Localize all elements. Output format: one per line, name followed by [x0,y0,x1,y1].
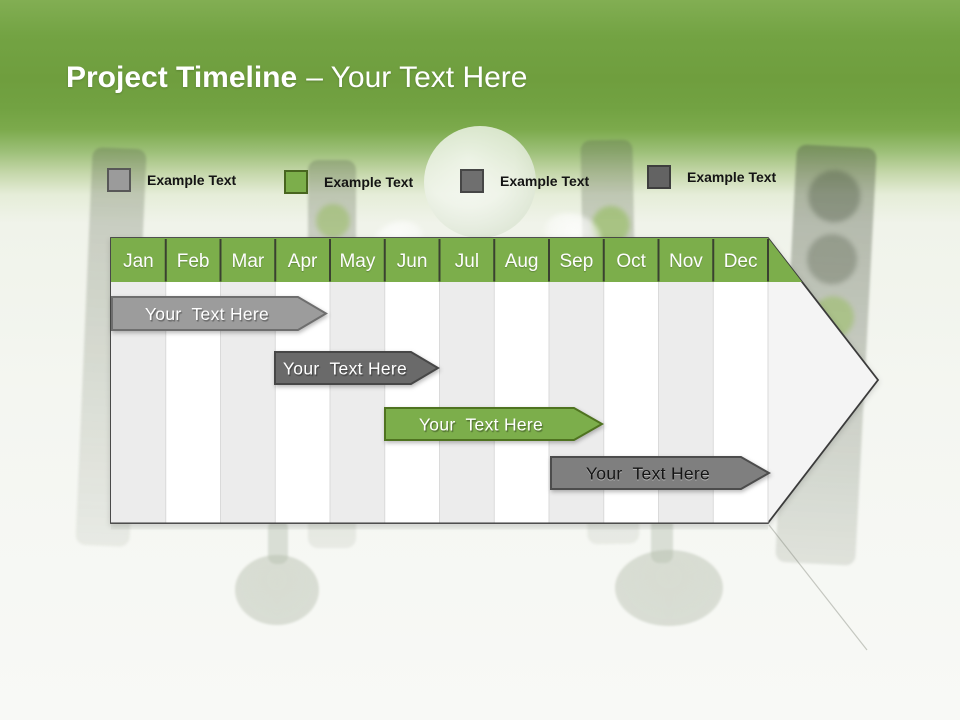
gantt-bar-shape [550,456,772,490]
legend-item-2: Example Text [284,170,413,194]
gantt-bar-label: Your Text Here [283,359,407,379]
month-label: Apr [288,251,318,272]
gantt-bar-shape [111,296,328,331]
legend-swatch-gray-1 [107,168,131,192]
gantt-bar-label: Your Text Here [419,415,543,435]
month-label: Nov [669,251,703,272]
month-label: Aug [505,251,539,272]
legend-swatch-green [284,170,308,194]
gantt-bar-label: Your Text Here [145,304,269,324]
slide-title-accent: – Your Text Here [306,61,528,94]
legend-label: Example Text [500,173,590,189]
legend-item-3: Example Text [460,169,589,193]
legend-swatch-gray-3 [647,165,671,189]
stand-pole-1 [268,520,288,564]
slide-title-main: Project Timeline [66,61,298,94]
month-label: Jul [455,251,479,272]
column-stripe [384,282,440,523]
slide-title: Project Timeline– Your Text Here [66,61,527,95]
column-stripe [439,282,495,523]
column-stripe [330,282,385,523]
month-label: Jun [397,251,428,272]
legend-item-1: Example Text [107,168,236,192]
month-header-dividers [164,239,769,282]
month-label: Feb [177,251,210,272]
column-gridlines [165,282,769,523]
legend-swatch-gray-2 [460,169,484,193]
stand-base-1 [235,555,319,625]
month-label: May [339,251,375,272]
stand-base-2 [615,550,723,626]
gantt-bar-4: Your Text Here [550,456,772,490]
month-label: Jan [123,251,154,272]
legend-item-4: Example Text [647,165,776,189]
legend-label: Example Text [147,172,237,188]
gantt-bar-3: Your Text Here [384,407,605,441]
month-label: Mar [232,251,265,272]
month-label: Oct [616,251,646,272]
gantt-bar-shape [384,407,605,441]
gantt-bar-label: Your Text Here [586,464,710,484]
gantt-bar-2: Your Text Here [274,351,440,385]
green-light-icon [316,204,350,238]
month-labels: Jan Feb Mar Apr May Jun Jul Aug Sep Oct … [123,251,757,272]
column-stripe [494,282,549,523]
gantt-bar-shape [274,351,440,385]
legend-label: Example Text [324,174,414,190]
gantt-bar-1: Your Text Here [111,296,328,331]
legend-label: Example Text [687,169,777,185]
month-label: Dec [724,251,758,272]
month-label: Sep [559,251,593,272]
reflection [111,524,868,651]
month-header-band [111,238,802,282]
